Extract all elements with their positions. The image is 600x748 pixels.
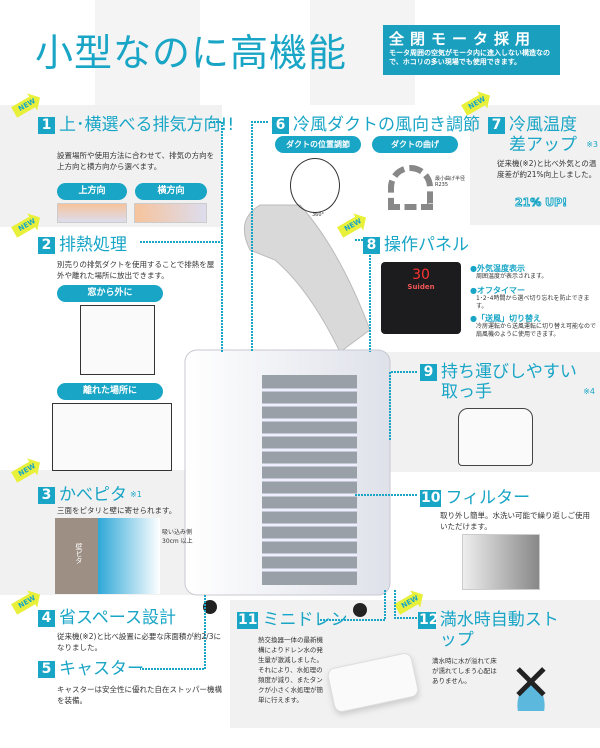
- feature-title: 上･横選べる排気方向!!: [59, 115, 235, 135]
- feature-1-desc: 設置場所や使用方法に合わせて、排気の方向を上方向と横方向から選べます。: [57, 151, 215, 171]
- feature-number: 7: [488, 117, 505, 134]
- feature-4-desc: 従来機(※2)と比べ設置に必要な床面積が約2/3になりました。: [57, 632, 221, 652]
- feature-note: ※3: [586, 140, 598, 149]
- exhaust-up-image: [57, 203, 127, 223]
- feature-number: 4: [38, 610, 55, 627]
- panel-brand: Suiden: [407, 283, 435, 291]
- pill-duct-position: ダクトの位置調節: [275, 136, 361, 153]
- duct-hose: [243, 204, 371, 353]
- feature-number: 5: [38, 661, 55, 678]
- bullet-title: ●「送風」切り替え: [470, 314, 541, 323]
- window-exhaust-illustration: [80, 305, 155, 375]
- feature-note: ※4: [583, 387, 595, 396]
- feature-number: 10: [420, 490, 442, 507]
- feature-number: 9: [420, 364, 437, 381]
- feature-title: 持ち運びしやすい取っ手: [441, 362, 577, 402]
- feature-title: 満水時自動ストップ: [439, 610, 559, 650]
- feature-title: 操作パネル: [384, 235, 469, 255]
- feature-number: 11: [237, 612, 259, 629]
- exhaust-side-image: [134, 203, 207, 223]
- feature-number: 3: [38, 487, 55, 504]
- feature-5-desc: キャスターは安全性に優れた自在ストッパー機構を装備。: [57, 685, 222, 705]
- feature-number: 8: [363, 237, 380, 254]
- feature-title: 冷風ダクトの風向き調節: [293, 115, 480, 135]
- pill-upward: 上方向: [57, 183, 127, 200]
- duct-rotate-diagram: [290, 158, 340, 213]
- bullet-desc: 周囲温度が表示されます。: [476, 273, 548, 280]
- remote-exhaust-illustration: [52, 403, 172, 471]
- feature-7-desc: 従来機(※2)と比べ外気との温度差が約21%向上しました。: [497, 159, 597, 179]
- motor-heading: 全閉モータ採用: [389, 30, 537, 48]
- feature-number: 12: [418, 612, 439, 629]
- feature-number: 1: [38, 117, 55, 134]
- bg-tile: [95, 0, 200, 105]
- feature-number: 2: [38, 237, 55, 254]
- feature-note: ※1: [130, 490, 142, 499]
- feature-title: 冷風温度差アップ: [509, 115, 577, 155]
- feature-3-desc: 三面をピタリと壁に寄せられます。: [57, 506, 177, 515]
- bullet-title: ●外気温度表示: [470, 264, 525, 273]
- bend-radius-label: 最小曲げ半径 R235: [435, 176, 466, 188]
- feature-title: ミニドレン: [262, 610, 348, 630]
- feature-title: 排熱処理: [59, 235, 127, 255]
- no-overflow-x-icon: ✕: [500, 656, 562, 711]
- pill-out-window: 窓から外に: [57, 285, 163, 302]
- wall-fit-image: [98, 518, 160, 594]
- pill-duct-bend: ダクトの曲げ: [372, 136, 458, 153]
- feature-12-desc: 満水時に水が溢れて床が濡れてしまう心配はありません。: [432, 657, 497, 685]
- pill-sideways: 横方向: [135, 183, 207, 200]
- page-title: 小型なのに高機能: [35, 31, 348, 75]
- grille-louvers: [262, 388, 357, 572]
- duct-bend-diagram: [388, 165, 433, 210]
- pill-remote-place: 離れた場所に: [57, 383, 163, 400]
- feature-title: 省スペース設計: [59, 608, 176, 628]
- filter-image: [462, 534, 540, 590]
- wall-label: 壁ピタ: [55, 518, 98, 594]
- motor-desc: モータ周囲の空気がモータ内に進入しない構造なので、ホコリの多い現場でも使用できま…: [389, 49, 550, 66]
- motor-box: 全閉モータ採用 モータ周囲の空気がモータ内に進入しない構造なので、ホコリの多い現…: [383, 25, 560, 75]
- intake-clearance-label: 吸い込み側 30cm 以上: [162, 529, 193, 545]
- bullet-title: ●オフタイマー: [470, 286, 525, 295]
- feature-number: 6: [272, 117, 289, 134]
- feature-2-desc: 別売りの排気ダクトを使用することで排熱を屋外や離れた場所に放出できます。: [57, 260, 215, 280]
- feature-10-desc: 取り外し簡単。水洗い可能で繰り返しご使用いただけます。: [440, 511, 590, 531]
- feature-title: キャスター: [59, 659, 144, 679]
- bullet-desc: 1･2･4時間から選べ切り忘れを防止できます。: [476, 295, 590, 310]
- feature-title: かべピタ: [59, 485, 127, 505]
- car-carry-illustration: [458, 408, 533, 466]
- feature-title: フィルター: [445, 488, 531, 508]
- 21-percent-up-badge: 21% UP!: [515, 196, 568, 209]
- feature-11-desc: 熱交換器一体の最新機構によりドレン水の発生量が激減しました。それにより、水処理の…: [258, 636, 323, 704]
- control-panel-image: 30 Suiden: [381, 262, 461, 334]
- bullet-desc: 冷房運転から送風運転に切り替え可能なので扇風機のように使用できます。: [476, 323, 597, 338]
- rotation-label: 360°: [312, 212, 325, 218]
- panel-display: 30: [412, 267, 430, 283]
